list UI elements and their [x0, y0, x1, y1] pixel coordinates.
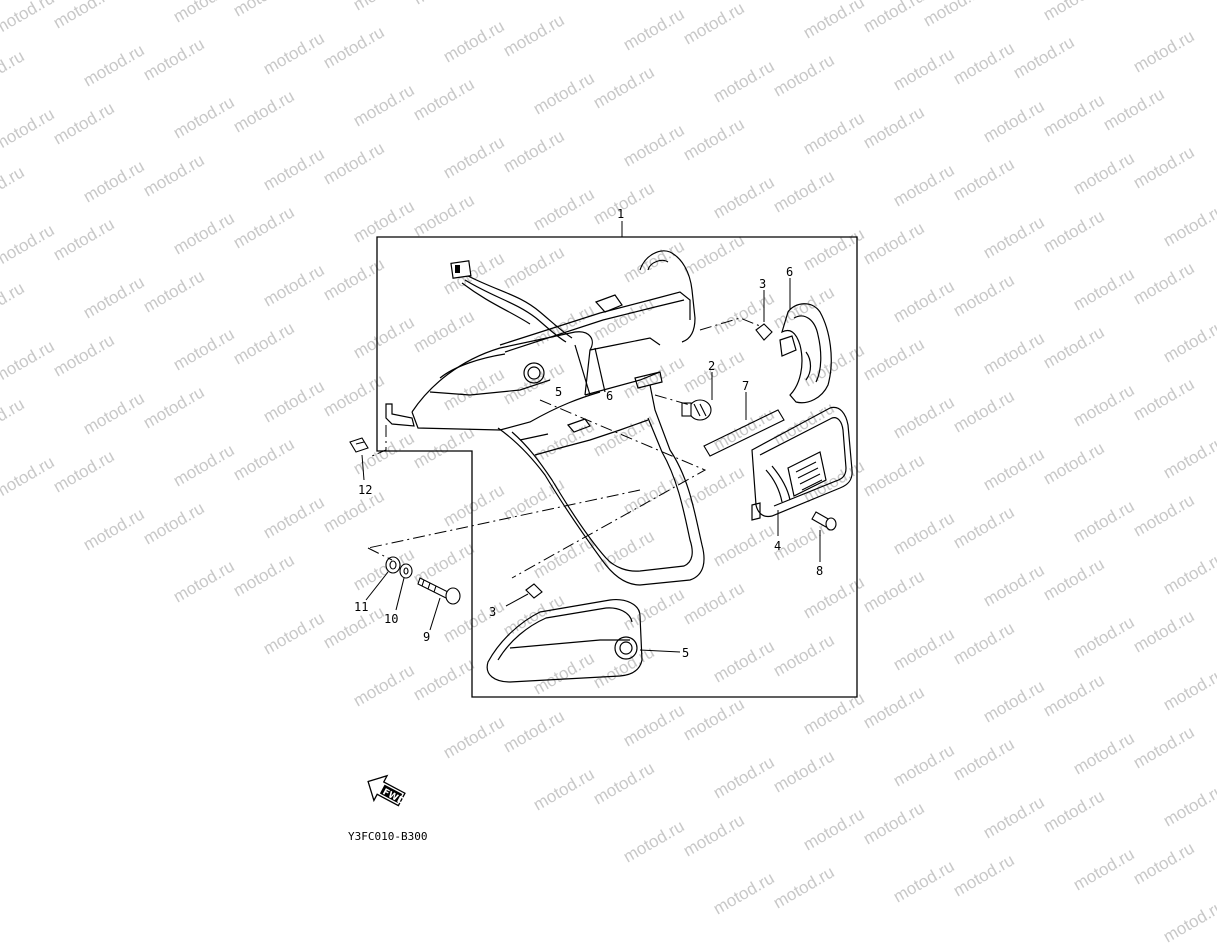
callout-5: 5 [682, 646, 689, 660]
callout-4: 4 [774, 539, 781, 553]
callout-7: 7 [742, 379, 749, 393]
callout-8: 8 [816, 564, 823, 578]
nut-part-11 [385, 556, 401, 574]
leader-10 [395, 577, 405, 611]
callout-9: 9 [423, 630, 430, 644]
leader-9 [429, 597, 441, 631]
callout-3-upper: 3 [759, 277, 766, 291]
leader-3-lower [505, 593, 529, 607]
clip-part-12 [349, 437, 369, 453]
tail-light-housing [385, 250, 705, 586]
lamp-socket [523, 362, 545, 384]
callout-1: 1 [617, 207, 624, 221]
callout-3-lower: 3 [489, 605, 496, 619]
lens-part-6 [779, 303, 832, 404]
license-bracket [497, 384, 705, 586]
wire-connector [450, 260, 472, 279]
parts-diagram: 6 5 [349, 207, 858, 807]
gasket-part-7 [703, 409, 785, 457]
lens-part-4 [751, 406, 853, 521]
callout-11: 11 [354, 600, 368, 614]
bulb-part-3-upper [755, 323, 773, 341]
svg-text:6: 6 [606, 389, 613, 403]
bulb-part-2 [681, 399, 712, 421]
callout-10: 10 [384, 612, 398, 626]
callout-2: 2 [708, 359, 715, 373]
assembly-group-outline [376, 236, 858, 698]
svg-text:5: 5 [555, 385, 562, 399]
fwd-arrow-icon: FWD [367, 774, 406, 807]
leader-12 [361, 454, 365, 481]
callout-6: 6 [786, 265, 793, 279]
reflector-pattern [795, 461, 823, 491]
assembly-centerlines [367, 317, 761, 579]
bulb-part-3-lower [525, 583, 543, 599]
callout-12: 12 [358, 483, 372, 497]
bolt-part-9 [417, 577, 461, 605]
diagram-code: Y3FC010-B300 [348, 830, 428, 843]
lens-part-5 [486, 599, 643, 683]
washer-part-10 [399, 563, 413, 579]
leader-11 [365, 571, 389, 601]
leader-5 [639, 649, 681, 653]
screw-part-8 [811, 511, 837, 531]
